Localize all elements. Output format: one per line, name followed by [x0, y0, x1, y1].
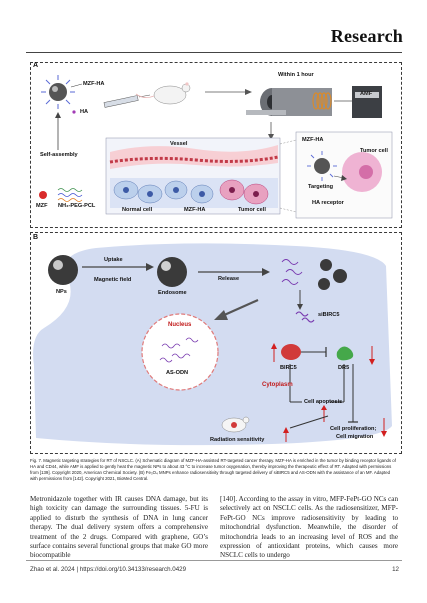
vessel-panel [105, 137, 281, 215]
body-column-right: [140]. According to the assay in vitro, … [220, 495, 398, 560]
birc5-label: BIRC5 [280, 365, 297, 371]
inset-tumor-cell-label: Tumor cell [360, 148, 388, 154]
mzf-icon [39, 191, 47, 199]
endosome-icon [157, 257, 187, 287]
released-cargo-icon [281, 259, 303, 285]
vessel-label: Vessel [170, 141, 188, 147]
ha-bead-icon [72, 110, 76, 114]
as-odn-label: AS-ODN [166, 370, 189, 376]
page-number: 12 [392, 566, 399, 573]
nucleus-label: Nucleus [168, 322, 192, 328]
ha-label: HA [80, 109, 89, 115]
panel-a-frame [30, 62, 402, 228]
mzf-label: MZF [36, 203, 48, 209]
dr5-icon [336, 346, 354, 361]
cell-migration-label: Cell migration [336, 434, 374, 440]
targeting-label: Targeting [308, 184, 334, 190]
cell-proliferation-label: Cell proliferation; [330, 426, 377, 432]
inset-mzf-ha-label: MZF-HA [302, 137, 324, 143]
peg-pcl-label: NH₂-PEG-PCL [58, 203, 96, 209]
panel-b-frame [30, 232, 402, 454]
amf-device-icon [246, 86, 382, 118]
uptake-label: Uptake [104, 257, 123, 263]
mouse-b-icon [221, 416, 250, 433]
self-assembly-label: Self-assembly [40, 152, 78, 158]
sibirc5-label: siBIRC5 [318, 312, 340, 318]
mouse-icon [135, 82, 191, 105]
within-1-hour-label: Within 1 hour [278, 72, 314, 78]
peg-pcl-icon [57, 188, 83, 202]
panel-b-label: B [33, 234, 39, 241]
footer-citation: Zhao et al. 2024 | https://doi.org/10.34… [30, 566, 187, 573]
body-column-left: Metronidazole together with IR causes DN… [30, 495, 208, 560]
birc5-icon [281, 344, 301, 360]
ha-receptor-label: HA receptor [312, 200, 344, 206]
radiation-sensitivity-label: Radiation sensitivity [210, 437, 265, 443]
mzf-ha-label: MZF-HA [83, 81, 105, 87]
mzf-ha-vessel-label: MZF-HA [184, 207, 206, 213]
sibirc5-icon [295, 311, 315, 323]
footer-rule [26, 560, 402, 561]
panel-a-label: A [33, 62, 39, 69]
dr5-label: DR5 [338, 365, 350, 371]
tumor-cell-label: Tumor cell [238, 207, 266, 213]
cell-apoptosis-label: Cell apoptosis [304, 399, 343, 405]
figure-caption: Fig. 7. Magnetic targeting strategies fo… [30, 458, 396, 481]
as-odn-icon [159, 337, 199, 363]
journal-section-title: Research [330, 26, 403, 46]
header-rule [26, 52, 402, 53]
endosome-label: Endosome [158, 290, 187, 296]
cytoplasm-label: Cytoplasm [262, 382, 293, 388]
targeting-inset [295, 131, 393, 219]
nucleus-icon [141, 313, 219, 391]
normal-cell-label: Normal cell [122, 207, 153, 213]
amf-label: AMF [360, 91, 373, 97]
magnetic-field-label: Magnetic field [94, 277, 132, 283]
np-sphere-icon [48, 255, 78, 285]
release-label: Release [218, 276, 240, 282]
nps-label: NPs [56, 289, 67, 295]
released-nps-icon [318, 259, 347, 290]
mzf-ha-particle-icon [41, 75, 75, 109]
